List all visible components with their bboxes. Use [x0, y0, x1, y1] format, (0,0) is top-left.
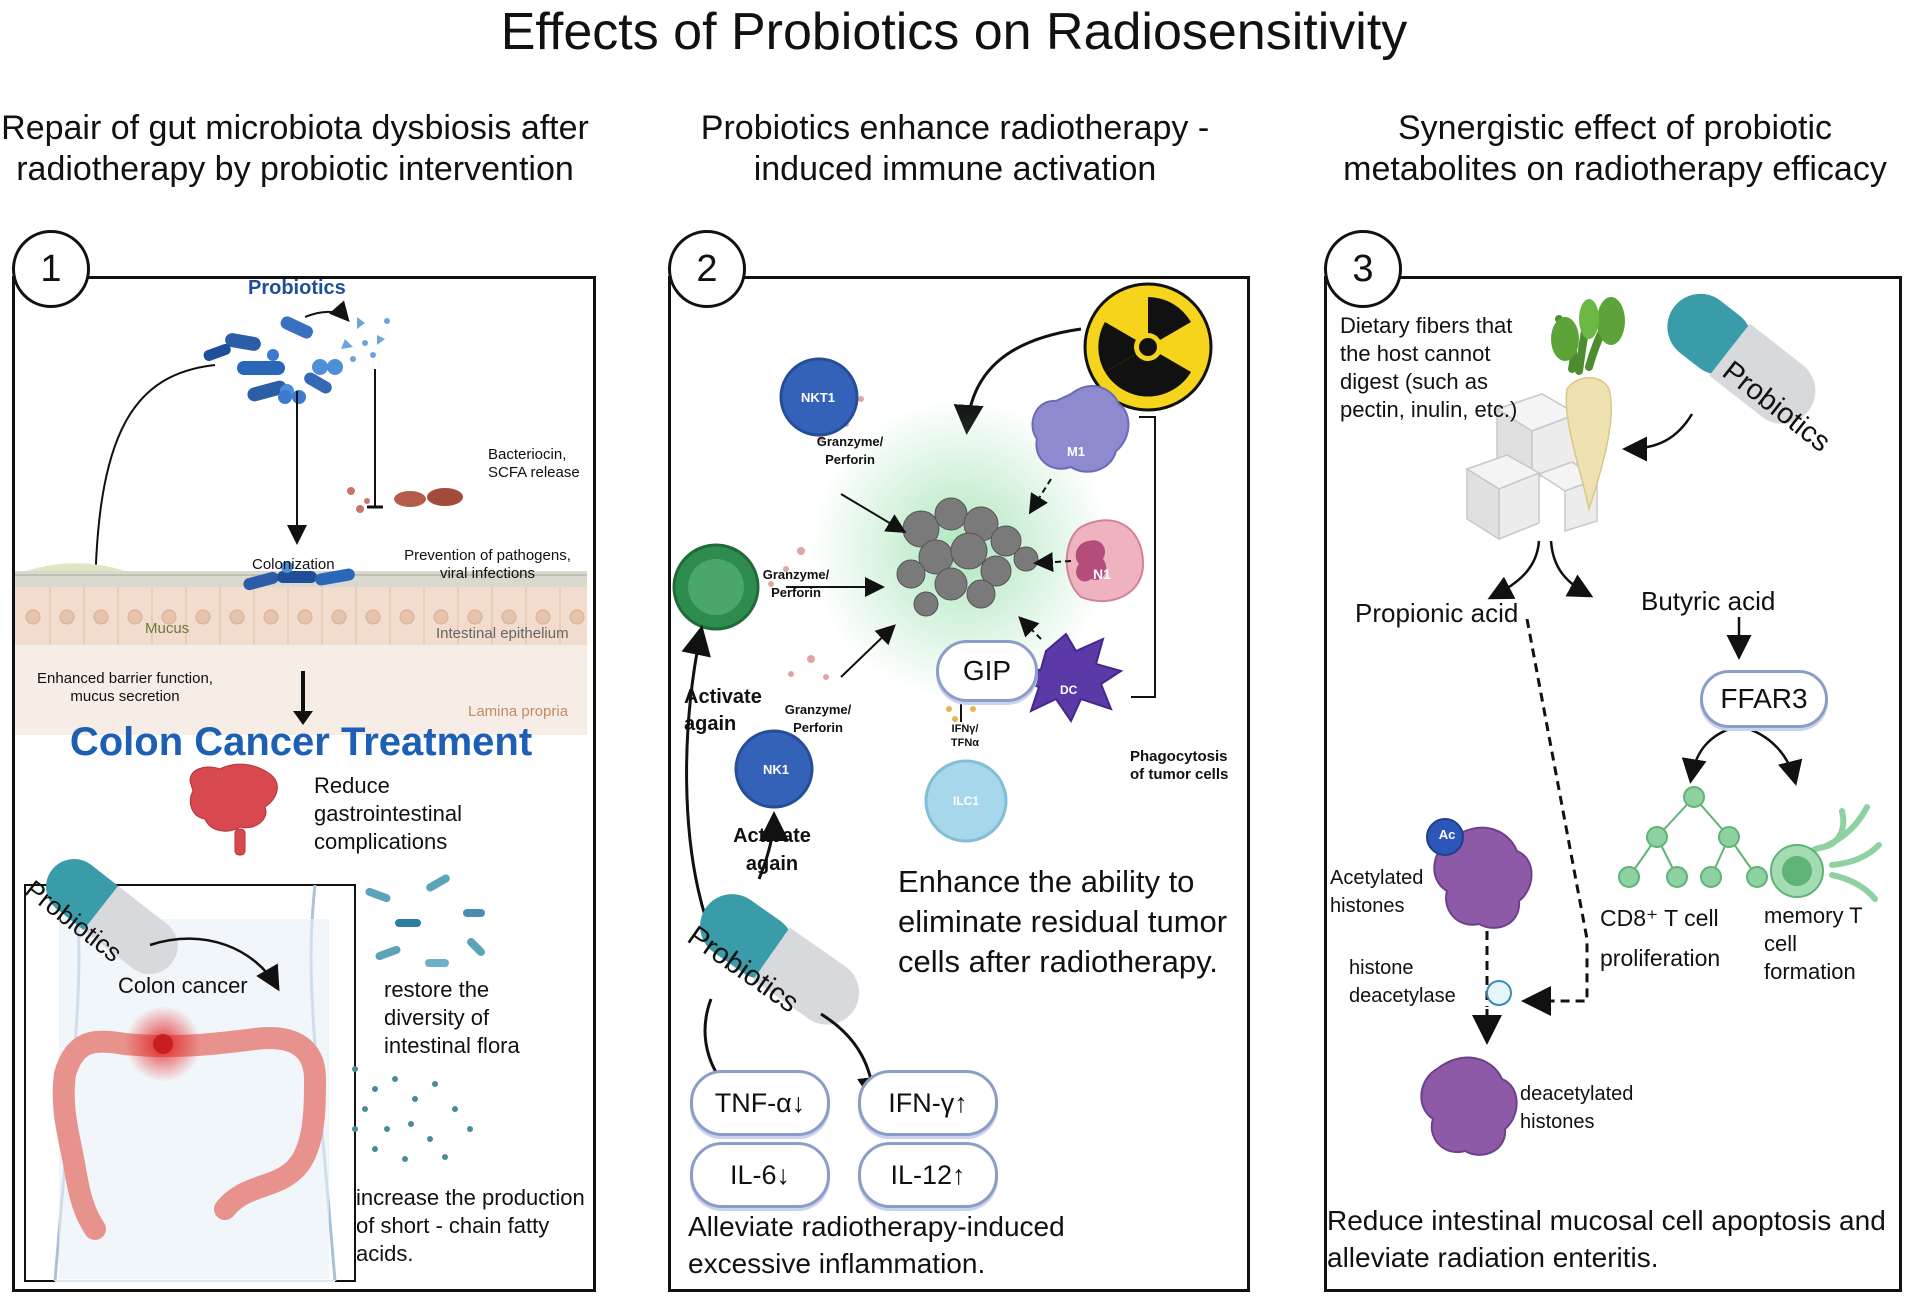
- panel2-illustration: [672, 282, 1213, 1107]
- lamina-propria-label: Lamina propria: [468, 703, 569, 720]
- alleviate-inflammation-label: Alleviate radiotherapy-induced excessive…: [688, 1211, 1065, 1279]
- activate-again-label-2: Activate again: [733, 825, 811, 875]
- dietary-fibers-label: Dietary fibers that the host cannot dige…: [1340, 313, 1518, 422]
- acetyl-group-label: Ac: [1438, 827, 1456, 842]
- m1-macrophage-icon: [1031, 385, 1130, 473]
- n1-neutrophil-icon: [1065, 519, 1145, 602]
- panel3-illustration: [1420, 293, 1882, 1156]
- activate-again-label-1: Activate again: [684, 686, 762, 735]
- panel2-number-badge: 2: [668, 230, 746, 308]
- barrier-label: Enhanced barrier function, mucus secreti…: [37, 670, 213, 705]
- ifn-tfn-label: IFNγ/ TFNα: [950, 723, 980, 749]
- panel1-illustration: [15, 300, 587, 1282]
- panel1-number-badge: 1: [12, 230, 90, 308]
- panel-3: [1324, 276, 1902, 1292]
- phagocytosis-label: Phagocytosis of tumor cells: [1130, 748, 1229, 783]
- increase-scfa-label: increase the production of short - chain…: [356, 1185, 585, 1266]
- reduce-complications-label: Reduce gastrointestinal complications: [314, 773, 462, 854]
- colonizing-bacteria-icon: [243, 561, 355, 591]
- gip-box: GIP: [936, 640, 1038, 702]
- nk1-label: NK1: [762, 762, 789, 777]
- cd8-proliferation-label: CD8⁺ T cell proliferation: [1600, 905, 1721, 971]
- tnf-alpha-box: TNF-α↓: [690, 1070, 830, 1136]
- colon-cancer-treatment-heading: Colon Cancer Treatment: [69, 720, 533, 764]
- memory-t-cell-label: memory T cell formation: [1764, 903, 1863, 984]
- il12-box: IL-12↑: [858, 1142, 998, 1208]
- panel2-heading: Probiotics enhance radiotherapy - induce…: [700, 109, 1210, 188]
- dc-label: DC: [1060, 683, 1078, 697]
- sugar-cubes-icon: [1465, 393, 1599, 541]
- memory-t-cell-icon: [1770, 804, 1882, 902]
- histone-deacetylase-label: histone deacetylase: [1349, 957, 1456, 1007]
- propionic-acid-label: Propionic acid: [1355, 598, 1519, 628]
- epithelium-cells-icon: [25, 609, 585, 625]
- il6-box: IL-6↓: [690, 1142, 830, 1208]
- bacteriocin-label: Bacteriocin, SCFA release: [488, 446, 580, 481]
- m1-label: M1: [1066, 444, 1086, 459]
- n1-label: N1: [1093, 566, 1111, 582]
- deacetylated-histone-icon: [1420, 1056, 1518, 1156]
- pathogen-icon: [347, 487, 463, 513]
- colon-cancer-label: Colon cancer: [118, 973, 248, 998]
- nk1-cell-icon: [734, 729, 814, 809]
- short-chain-fatty-acid-dots-icon: [352, 1066, 473, 1162]
- panel3-heading: Synergistic effect of probiotic metaboli…: [1343, 109, 1887, 188]
- sugar-beet-icon: [1551, 297, 1625, 512]
- ifn-gamma-box: IFN-γ↑: [858, 1070, 998, 1136]
- reduce-apoptosis-label: Reduce intestinal mucosal cell apoptosis…: [1327, 1205, 1886, 1273]
- nkt1-label: NKT1: [801, 390, 835, 405]
- panel3-number-badge: 3: [1324, 230, 1402, 308]
- cd8-t-cell-icon: [1618, 786, 1768, 888]
- probiotic-capsule-icon-3: [1667, 293, 1816, 424]
- page-title: Effects of Probiotics on Radiosensitivit…: [500, 3, 1408, 61]
- probiotic-capsule-icon: [46, 858, 178, 975]
- butyric-acid-label: Butyric acid: [1641, 586, 1776, 616]
- intestine-icon: [189, 763, 278, 856]
- deacetylated-histones-label: deacetylated histones: [1520, 1083, 1634, 1133]
- gut-flora-icon: [365, 874, 485, 967]
- colonization-label: Colonization: [252, 556, 335, 573]
- ilc1-label: ILC1: [952, 794, 979, 808]
- probiotic-bacteria-icon: [203, 316, 343, 404]
- granzyme-label-3: Granzyme/ Perforin: [784, 702, 852, 735]
- colon-icon: [52, 1027, 327, 1240]
- activated-nk-cell-icon: [672, 543, 760, 631]
- ilc1-cell-icon: [924, 759, 1008, 843]
- epithelium-label: Intestinal epithelium: [436, 625, 569, 642]
- acetylated-histone-icon: [1426, 818, 1533, 929]
- radiation-icon: [1083, 282, 1213, 412]
- prevention-label: Prevention of pathogens, viral infection…: [404, 547, 571, 582]
- probiotics-label: Probiotics: [248, 277, 346, 299]
- panel1-heading: Repair of gut microbiota dysbiosis after…: [1, 109, 589, 188]
- granzyme-label-1: Granzyme/ Perforin: [816, 434, 884, 467]
- ffar3-box: FFAR3: [1700, 670, 1828, 728]
- histone-deacetylase-icon: [1486, 980, 1512, 1006]
- nkt1-cell-icon: [779, 357, 859, 437]
- mucus-label: Mucus: [145, 620, 190, 637]
- enhance-ability-label: Enhance the ability to eliminate residua…: [898, 864, 1228, 979]
- acetylated-histones-label: Acetylated histones: [1330, 867, 1424, 917]
- restore-diversity-label: restore the diversity of intestinal flor…: [384, 977, 520, 1058]
- tumor-cells-icon: [896, 497, 1039, 617]
- bacteriocin-particles-icon: [341, 317, 390, 362]
- granzyme-label-2: Granzyme/ Perforin: [762, 567, 830, 600]
- probiotic-capsule-icon-2: [700, 894, 860, 1025]
